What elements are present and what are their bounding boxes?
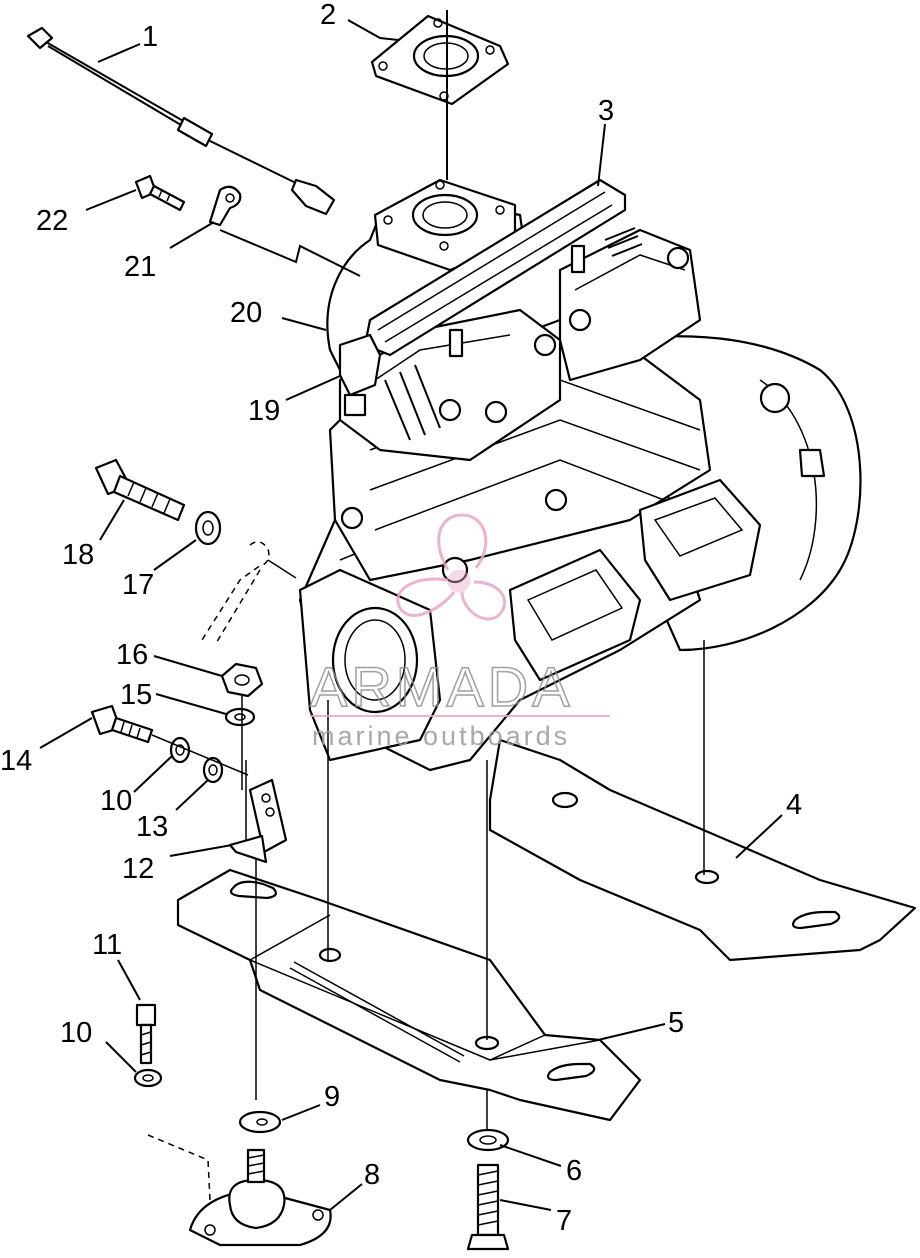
part-10-lockwasher-lower (133, 1068, 163, 1088)
part-5-mount-plate (176, 868, 642, 1122)
callout-21: 21 (124, 251, 156, 283)
part-18-bolt (94, 458, 186, 522)
callout-17: 17 (122, 569, 154, 601)
part-12-bracket (228, 778, 288, 864)
part-8-rubber-mount (147, 1134, 332, 1247)
callout-22: 22 (36, 205, 68, 237)
callout-2: 2 (320, 0, 336, 31)
part-17-washer (194, 510, 222, 546)
alignment-lines (245, 640, 705, 1140)
callout-13: 13 (136, 811, 168, 843)
part-6-washer (466, 1128, 510, 1152)
callouts: 1 2 3 4 5 6 7 8 9 10 11 12 13 10 14 15 1… (0, 0, 802, 1237)
callout-4: 4 (786, 789, 802, 821)
engine-block (298, 178, 862, 772)
callout-6: 6 (566, 1155, 582, 1187)
ground-wire-terminal (201, 541, 297, 646)
watermark-tagline: marine outboards (312, 721, 570, 751)
part-15-washer (224, 707, 256, 727)
callout-14: 14 (0, 745, 32, 777)
callout-12: 12 (122, 853, 154, 885)
callout-19: 19 (248, 395, 280, 427)
part-9-washer (238, 1110, 282, 1134)
part-11-bolt (135, 1003, 157, 1065)
callout-3: 3 (598, 95, 614, 127)
part-1-cable (26, 26, 336, 216)
callout-20: 20 (230, 297, 262, 329)
armada-logo-icon (396, 513, 507, 621)
armada-watermark: ARMADA marine outboards (309, 513, 610, 751)
part-7-bolt (466, 1163, 510, 1251)
part-2-gasket (370, 10, 510, 180)
part-14-bolt (90, 704, 249, 776)
callout-10-upper: 10 (100, 785, 132, 817)
callout-9: 9 (324, 1081, 340, 1113)
callout-10-lower: 10 (60, 1017, 92, 1049)
leader-lines (39, 19, 783, 1211)
callout-1: 1 (142, 21, 158, 53)
callout-7: 7 (556, 1205, 572, 1237)
part-21-terminal (208, 185, 242, 227)
callout-15: 15 (120, 679, 152, 711)
callout-11: 11 (92, 929, 122, 961)
part-16-nut (220, 662, 264, 790)
part-13-washer (202, 756, 224, 784)
callout-16: 16 (116, 639, 148, 671)
part-22-screw (134, 174, 186, 212)
part-4-mount-plate (488, 738, 917, 962)
callout-5: 5 (668, 1007, 684, 1039)
callout-8: 8 (364, 1159, 380, 1191)
callout-18: 18 (62, 539, 94, 571)
watermark-brand: ARMADA (310, 655, 574, 718)
